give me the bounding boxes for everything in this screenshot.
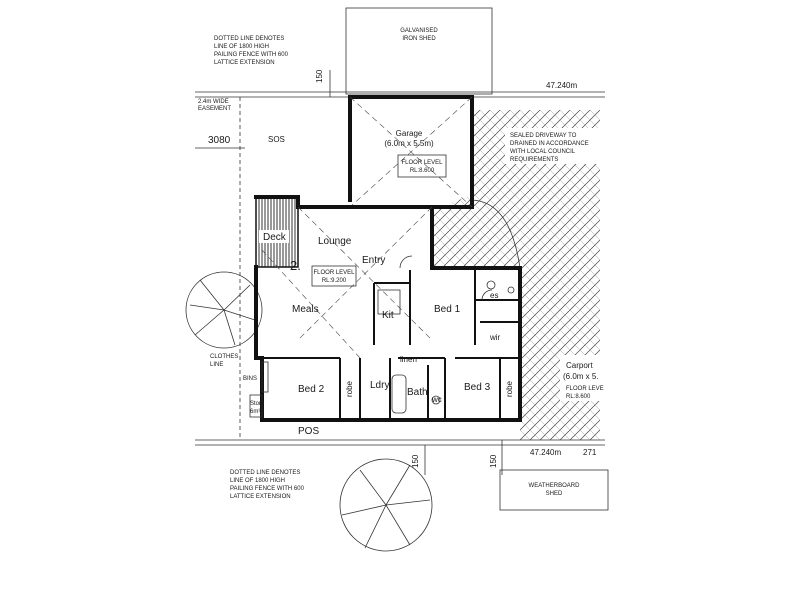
- tree-bottom: [339, 458, 433, 552]
- robe-left-label: robe: [345, 380, 354, 397]
- garage: [348, 95, 474, 209]
- lounge-label: Lounge: [318, 236, 352, 247]
- store-label: Store: [250, 401, 265, 407]
- wir-label: wir: [489, 333, 501, 342]
- garage-size: (6.0m x 5.5m): [384, 139, 434, 148]
- unit-number: 2.: [290, 258, 301, 273]
- driveway-note-line-4: REQUIREMENTS: [510, 157, 558, 163]
- carport-label: Carport: [566, 361, 593, 370]
- site-boundaries: [195, 7, 609, 511]
- carport-floor-level-1: FLOOR LEVE: [566, 386, 604, 392]
- fence-note-top-line-2: LINE OF 1800 HIGH: [214, 44, 269, 50]
- bed1-label: Bed 1: [434, 304, 461, 315]
- carport-floor-level-2: RL:8.600: [566, 394, 591, 400]
- deck-label: Deck: [263, 232, 287, 243]
- easement-label-2: EASEMENT: [198, 106, 231, 112]
- fence-note-top: DOTTED LINE DENOTES LINE OF 1800 HIGH PA…: [214, 36, 289, 66]
- boundary-bottom-extra: 271: [583, 448, 597, 457]
- fence-note-top-line-4: LATTICE EXTENSION: [214, 60, 275, 66]
- bath-label: Bath: [407, 387, 428, 398]
- house-floor-level-2: RL:9.200: [322, 278, 347, 284]
- laundry-label: Ldry: [370, 380, 389, 391]
- kitchen-label: Kit: [382, 310, 394, 321]
- dimension-3080: 3080: [208, 135, 231, 146]
- entry-label: Entry: [362, 255, 385, 266]
- fence-note-bottom: DOTTED LINE DENOTES LINE OF 1800 HIGH PA…: [230, 470, 305, 500]
- house-walls: [254, 195, 522, 422]
- driveway-note-line-1: SEALED DRIVEWAY TO: [510, 133, 577, 139]
- fence-note-bottom-line-1: DOTTED LINE DENOTES: [230, 470, 300, 476]
- pos-label: POS: [298, 426, 319, 437]
- fence-note-bottom-line-3: PAILING FENCE WITH 600: [230, 486, 305, 492]
- linen-label: linen: [400, 355, 417, 364]
- boundary-top-length: 47.240m: [546, 81, 577, 90]
- weatherboard-shed-label-1: WEATHERBOARD: [529, 483, 581, 489]
- bed2-label: Bed 2: [298, 384, 325, 395]
- ensuite-label: es: [490, 291, 498, 300]
- driveway-note-line-2: DRAINED IN ACCORDANCE: [510, 141, 589, 147]
- dimension-150-bottom-left: 150: [411, 454, 420, 468]
- fence-note-bottom-line-4: LATTICE EXTENSION: [230, 494, 291, 500]
- robe-right-label: robe: [505, 380, 514, 397]
- sos-label: SOS: [268, 135, 285, 144]
- driveway-note: SEALED DRIVEWAY TO DRAINED IN ACCORDANCE…: [510, 133, 589, 163]
- wc-label: wc: [431, 395, 442, 404]
- fence-note-top-line-1: DOTTED LINE DENOTES: [214, 36, 284, 42]
- weatherboard-shed-label-2: SHED: [546, 491, 563, 497]
- driveway-note-line-3: WITH LOCAL COUNCIL: [510, 149, 576, 155]
- galvanised-shed-label-1: GALVANISED: [400, 28, 438, 34]
- fence-note-top-line-3: PAILING FENCE WITH 600: [214, 52, 289, 58]
- clothes-line-label-1: CLOTHES: [210, 354, 238, 360]
- clothes-line-label-2: LINE: [210, 362, 223, 368]
- house-floor-level-1: FLOOR LEVEL: [313, 270, 355, 276]
- garage-label: Garage: [396, 129, 423, 138]
- fence-note-bottom-line-2: LINE OF 1800 HIGH: [230, 478, 285, 484]
- garage-floor-level-1: FLOOR LEVEL: [401, 160, 443, 166]
- dimension-150-bottom-right: 150: [489, 454, 498, 468]
- boundary-bottom-length: 47.240m: [530, 448, 561, 457]
- bins-label: BINS: [243, 376, 257, 382]
- galvanised-shed-label-2: IRON SHED: [402, 36, 436, 42]
- meals-label: Meals: [292, 304, 319, 315]
- carport-size: (6.0m x 5.: [563, 372, 599, 381]
- tree-left: [185, 271, 263, 349]
- fixtures: [249, 280, 515, 418]
- easement-label-1: 2.4m WIDE: [198, 99, 229, 105]
- garage-floor-level-2: RL:8.600: [410, 168, 435, 174]
- bed3-label: Bed 3: [464, 382, 491, 393]
- dimension-150-top: 150: [315, 69, 324, 83]
- store-size: 6m³: [250, 409, 260, 415]
